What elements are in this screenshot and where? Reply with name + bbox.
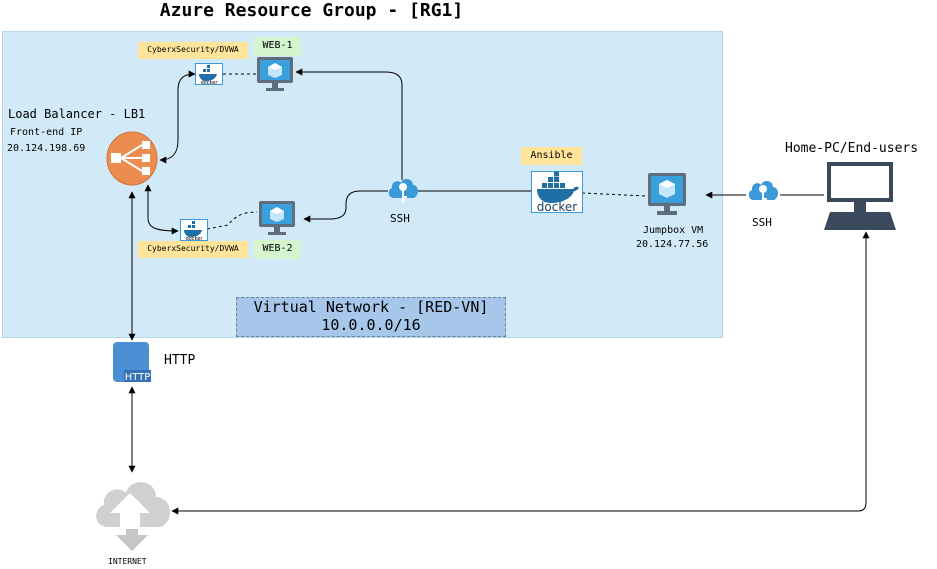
web2-docker-icon: docker bbox=[180, 219, 208, 241]
lb-frontend-label: Front-end IP bbox=[10, 127, 83, 138]
ssh-external-label: SSH bbox=[752, 216, 772, 229]
web2-name-tag: WEB-2 bbox=[254, 240, 301, 259]
web1-vm-icon bbox=[257, 57, 293, 91]
web2-container-tag: CyberxSecurity/DVWA bbox=[138, 241, 248, 258]
lb-web2-link bbox=[144, 184, 179, 235]
ssh-web1-link bbox=[295, 68, 403, 180]
load-balancer-icon bbox=[106, 131, 158, 186]
web2-docker-label: docker bbox=[186, 236, 204, 241]
ansible-jumpbox-dashed bbox=[581, 192, 647, 197]
ansible-docker-icon: docker bbox=[531, 171, 583, 213]
home-pc-label: Home-PC/End-users bbox=[785, 141, 919, 156]
vnet-cidr: 10.0.0.0/16 bbox=[321, 316, 421, 334]
diagram-title: Azure Resource Group - [RG1] bbox=[159, 0, 464, 21]
ssh-internal-icon bbox=[388, 179, 419, 203]
vnet-name: Virtual Network - [RED-VN] bbox=[253, 298, 489, 316]
jumpbox-ip: 20.124.77.56 bbox=[636, 239, 709, 250]
internet-pc-link bbox=[171, 231, 870, 515]
web1-container-tag: CyberxSecurity/DVWA bbox=[138, 42, 248, 59]
vnet-label: Virtual Network - [RED-VN] 10.0.0.0/16 bbox=[236, 297, 506, 337]
lb-web1-link bbox=[159, 70, 196, 164]
lb-title: Load Balancer - LB1 bbox=[8, 107, 146, 121]
web1-docker-label: docker bbox=[201, 80, 219, 85]
http-icon: HTTP bbox=[113, 342, 151, 383]
ansible-docker-label: docker bbox=[537, 200, 577, 213]
jumpbox-name: Jumpbox VM bbox=[643, 225, 704, 236]
web2-dashed bbox=[206, 211, 258, 230]
home-pc-icon bbox=[824, 162, 896, 230]
ansible-tag: Ansible bbox=[521, 147, 582, 165]
ssh-external-icon bbox=[748, 181, 779, 205]
lb-ip: 20.124.198.69 bbox=[7, 143, 86, 154]
ssh-internal-label: SSH bbox=[390, 212, 410, 225]
web1-name-tag: WEB-1 bbox=[254, 37, 301, 56]
internet-label: INTERNET bbox=[108, 557, 147, 566]
web1-docker-icon: docker bbox=[195, 63, 223, 85]
http-badge: HTTP bbox=[125, 372, 151, 383]
internet-cloud-icon bbox=[96, 482, 171, 551]
jumpbox-vm-icon bbox=[648, 173, 686, 215]
web2-vm-icon bbox=[259, 201, 295, 235]
ssh-web2-link bbox=[303, 190, 388, 223]
http-label: HTTP bbox=[164, 353, 196, 368]
